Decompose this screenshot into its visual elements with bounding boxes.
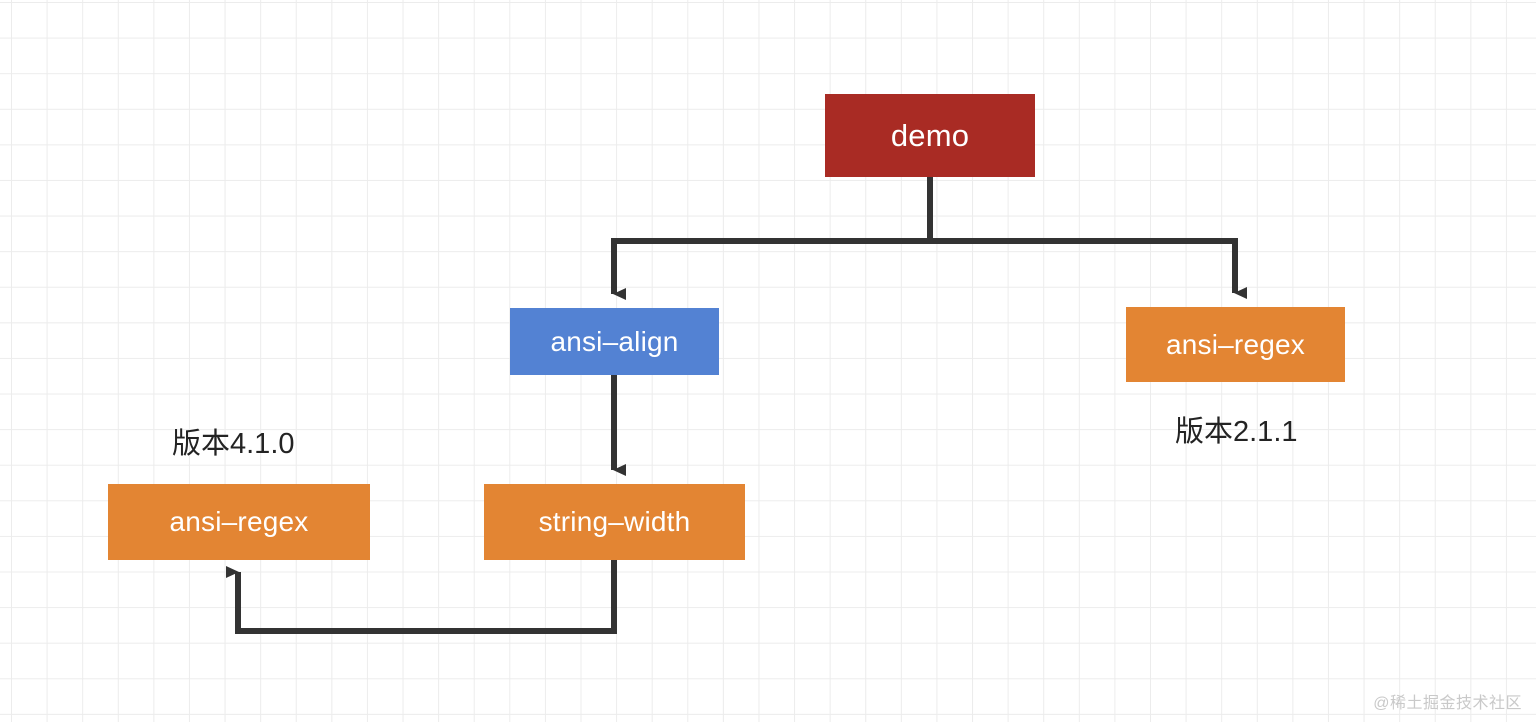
node-ansi-regex-right[interactable]: ansi–regex [1126, 307, 1345, 382]
version-label-ansi-regex-right: 版本2.1.1 [1175, 416, 1298, 448]
version-label-ansi-regex-left: 版本4.1.0 [172, 428, 295, 460]
edge-string-width-to-ansi-regex-left [226, 560, 617, 634]
node-demo[interactable]: demo [825, 94, 1035, 177]
node-ansi-align[interactable]: ansi–align [510, 308, 719, 375]
watermark: @稀土掘金技术社区 [1373, 695, 1522, 712]
node-string-width[interactable]: string–width [484, 484, 745, 560]
node-ansi-regex-left[interactable]: ansi–regex [108, 484, 370, 560]
